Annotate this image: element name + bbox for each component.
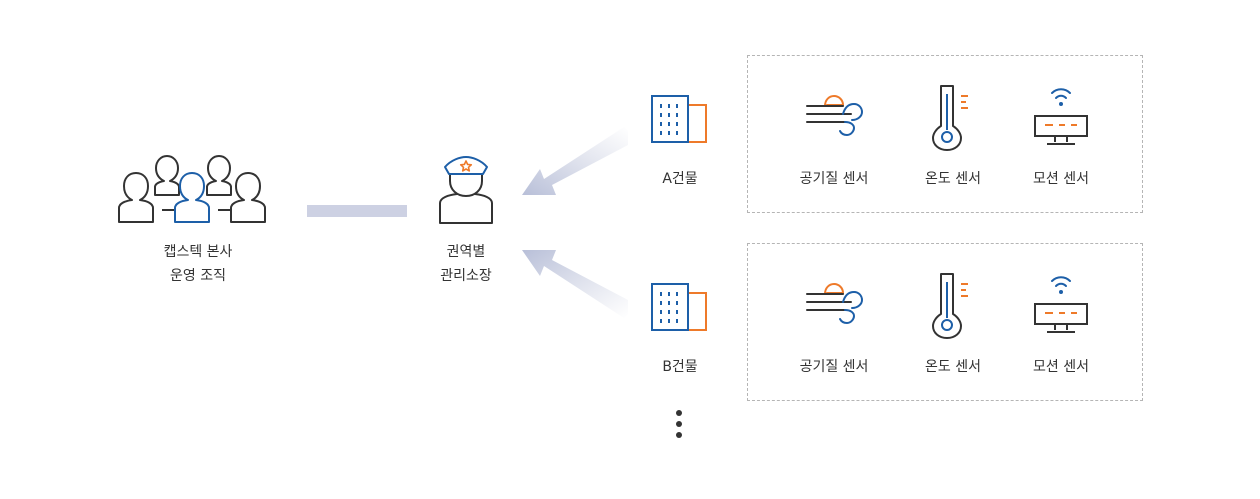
wind-icon [806,282,864,325]
manager-label-line1: 권역별 [446,244,486,260]
building-a-label: A건물 [662,171,698,187]
sensor-label: 공기질 센서 [799,359,869,375]
arrow-building-a-to-manager [522,127,628,195]
building-a-icon [651,95,707,143]
manager-label-line2: 관리소장 [440,268,492,284]
thermometer-icon [932,85,968,151]
headquarters-people-icon [118,155,266,223]
headquarters-label-line1: 캡스텍 본사 [163,244,233,260]
wind-icon [806,94,864,137]
headquarters-label-line2: 운영 조직 [170,268,226,284]
thermometer-icon [932,273,968,339]
arrow-building-b-to-manager [522,250,628,318]
manager-label: 권역별 관리소장 [424,240,508,288]
sensor-label: 모션 센서 [1033,171,1089,187]
motion-sensor-icon [1034,276,1088,333]
building-b-label: B건물 [662,359,698,375]
building-b-icon [651,283,707,331]
more-buildings-ellipsis-icon [676,410,682,438]
motion-sensor-icon [1034,88,1088,145]
sensor-label: 공기질 센서 [799,171,869,187]
sensor-label: 온도 센서 [925,359,981,375]
sensor-group-building-b: 공기질 센서 온도 센서 모션 센서 [747,243,1143,401]
connector-bar [307,205,407,217]
manager-icon [439,156,493,224]
sensor-label: 모션 센서 [1033,359,1089,375]
sensor-group-building-a: 공기질 센서 온도 센서 모션 센서 [747,55,1143,213]
sensor-label: 온도 센서 [925,171,981,187]
headquarters-label: 캡스텍 본사 운영 조직 [118,240,278,288]
